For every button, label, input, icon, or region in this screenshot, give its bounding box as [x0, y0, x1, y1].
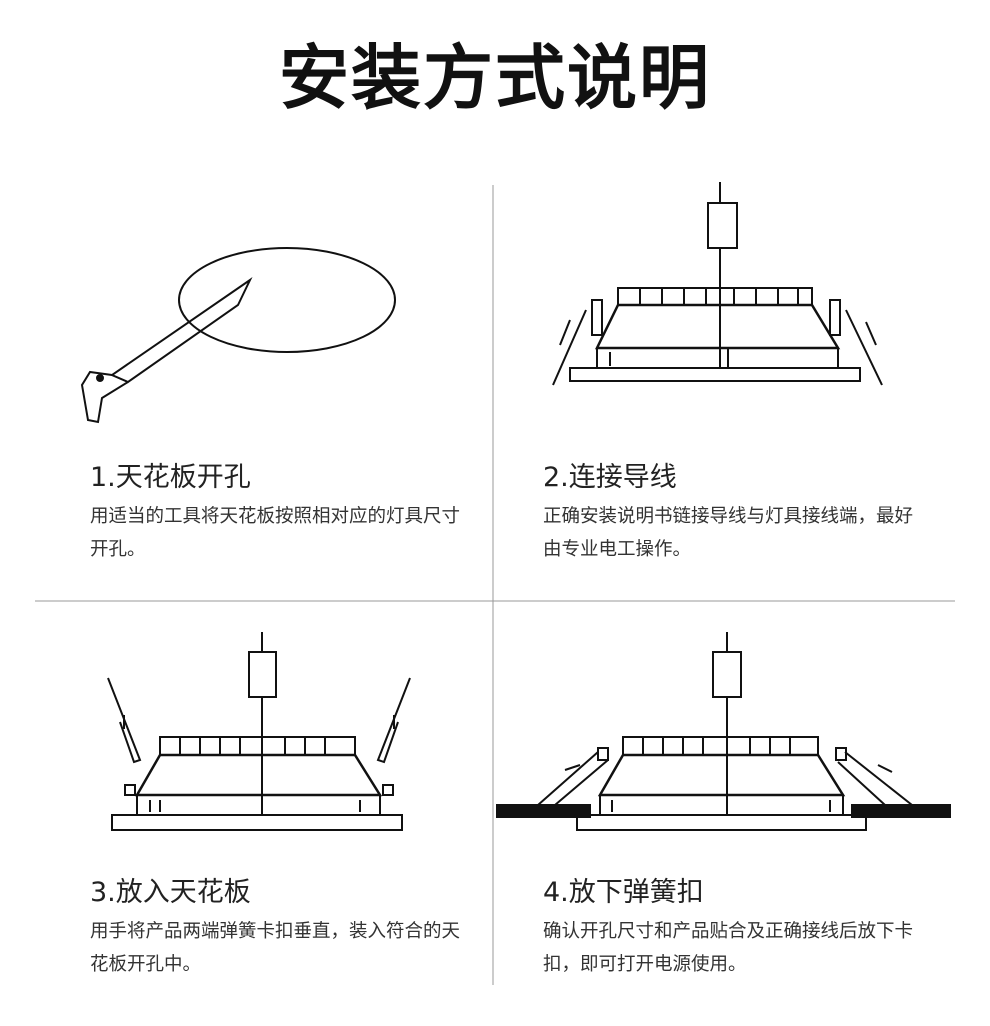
step-description: 用适当的工具将天花板按照相对应的灯具尺寸开孔。: [90, 506, 461, 560]
step-3: 3.放入天花板 用手将产品两端弹簧卡扣垂直，装入符合的天花板开孔中。: [90, 870, 490, 981]
saw-cutting-illustration: [80, 247, 396, 424]
step-title: 2.连接导线: [543, 462, 677, 493]
step-title: 3.放入天花板: [90, 877, 251, 908]
lamp-wiring-illustration: [552, 182, 883, 386]
page-title: 安装方式说明: [279, 37, 711, 119]
step-title: 1.天花板开孔: [90, 462, 251, 493]
step-description: 正确安装说明书链接导线与灯具接线端，最好由专业电工操作。: [543, 506, 914, 560]
lamp-insert-illustration: [107, 632, 411, 831]
lamp-clip-illustration: [496, 632, 951, 831]
step-description: 用手将产品两端弹簧卡扣垂直，装入符合的天花板开孔中。: [90, 921, 461, 975]
step-description: 确认开孔尺寸和产品贴合及正确接线后放下卡扣，即可打开电源使用。: [543, 921, 914, 975]
step-1: 1.天花板开孔 用适当的工具将天花板按照相对应的灯具尺寸开孔。: [90, 455, 490, 566]
step-title: 4.放下弹簧扣: [543, 877, 704, 908]
step-4: 4.放下弹簧扣 确认开孔尺寸和产品贴合及正确接线后放下卡扣，即可打开电源使用。: [543, 870, 943, 981]
step-2: 2.连接导线 正确安装说明书链接导线与灯具接线端，最好由专业电工操作。: [543, 455, 943, 566]
